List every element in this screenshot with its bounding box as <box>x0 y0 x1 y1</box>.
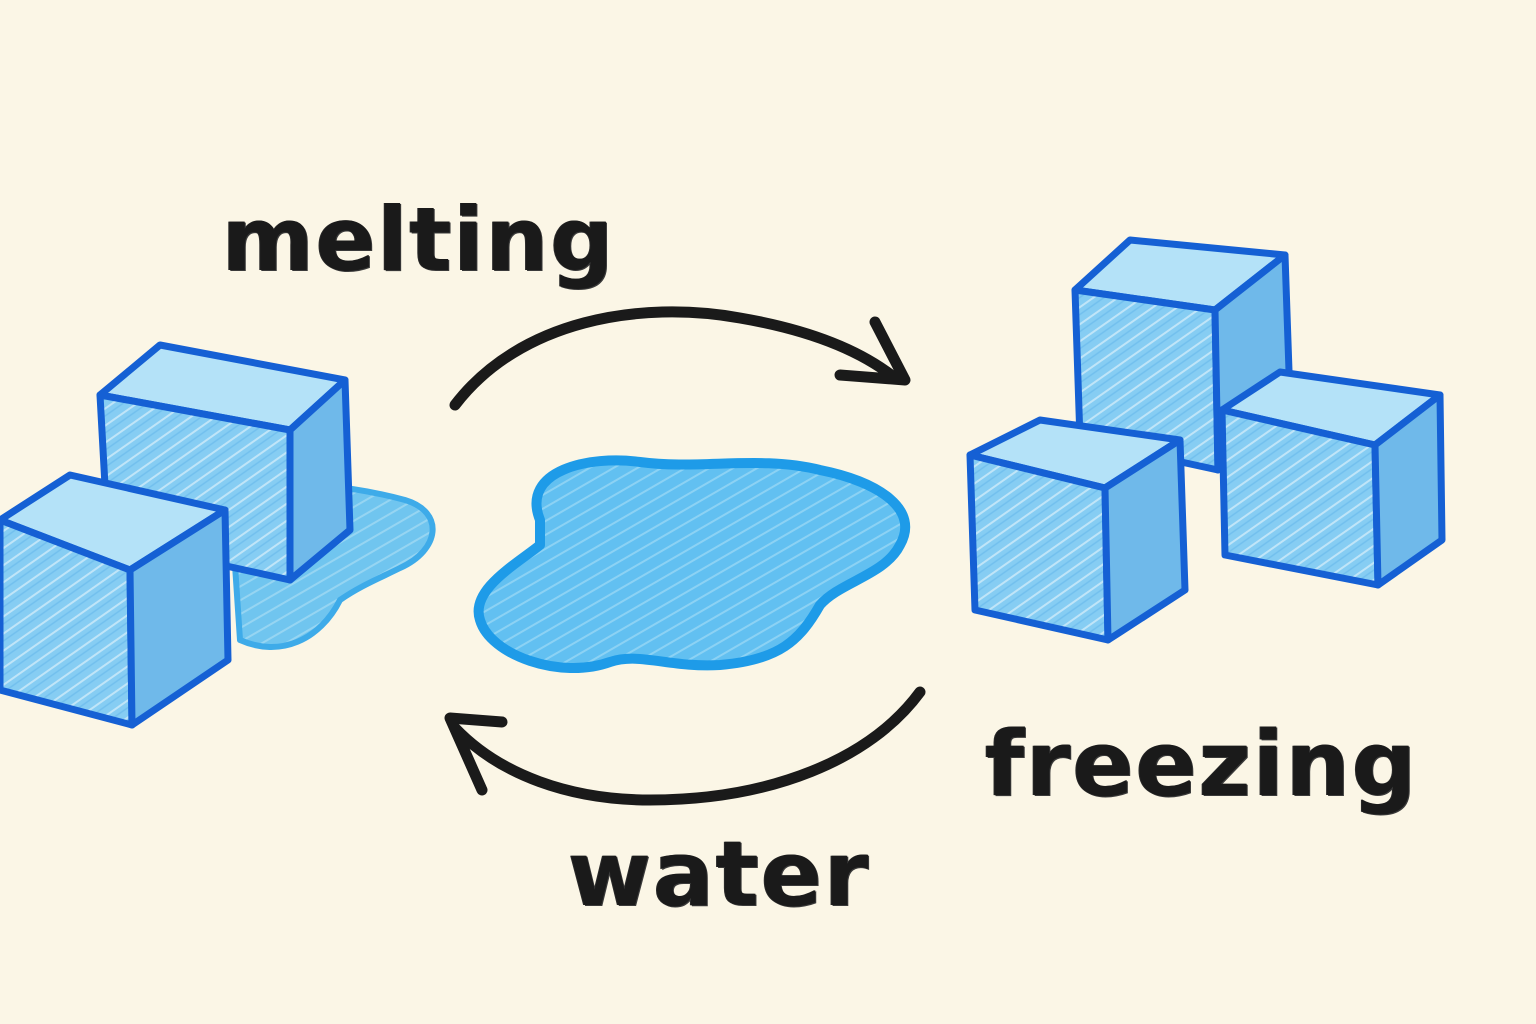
water-label: water <box>568 822 871 927</box>
melting-label: melting <box>222 188 616 291</box>
ice-cube-right <box>1218 368 1446 589</box>
water-puddle-icon <box>473 455 911 673</box>
freezing-label: freezing <box>985 712 1419 817</box>
ice-cube-front-left <box>966 416 1189 644</box>
curved-arrow-left-icon <box>444 686 926 806</box>
curved-arrow-right-icon <box>449 306 911 411</box>
melting-ice-cubes-icon <box>0 341 436 729</box>
ice-cubes-icon <box>966 236 1446 644</box>
ice-cube-front <box>0 471 232 729</box>
